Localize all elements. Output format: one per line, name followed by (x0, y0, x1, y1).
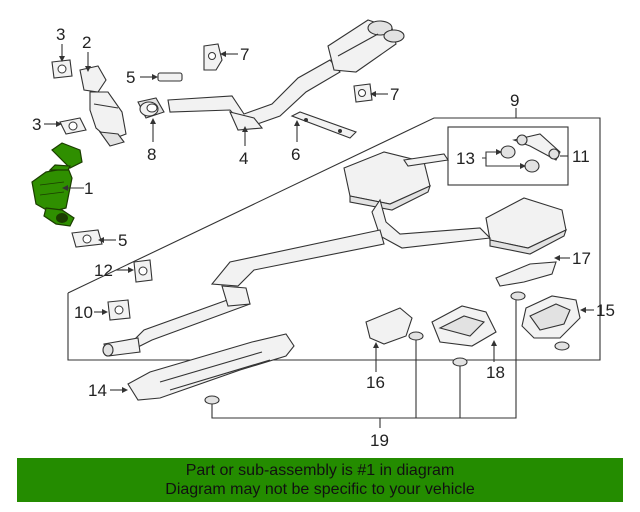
catalytic-converter-part-1[interactable] (31, 142, 83, 227)
callout-3-top: 3 (56, 25, 65, 44)
heat-shield-part-17 (495, 261, 557, 287)
heat-shield-part-14 (127, 333, 295, 401)
insulator-part-13-a (500, 145, 516, 159)
seal-part-5-top (157, 72, 183, 82)
heat-shield-part-16 (365, 307, 413, 345)
heat-shield-part-18 (431, 305, 497, 347)
callout-5-lower: 5 (118, 231, 127, 250)
callout-12: 12 (94, 261, 113, 280)
callout-2: 2 (82, 33, 91, 52)
callout-16: 16 (366, 373, 385, 392)
catalytic-converter-part-2 (79, 65, 127, 147)
callout-9: 9 (510, 91, 519, 110)
gasket-part-3-top (51, 59, 73, 79)
insulator-part-13-b (524, 159, 540, 173)
front-pipe-part-4 (167, 19, 405, 131)
callout-5-top: 5 (126, 68, 135, 87)
callout-4: 4 (239, 149, 248, 168)
leader-lines (44, 44, 594, 393)
hanger-part-7-top (203, 43, 223, 71)
callout-11: 11 (572, 147, 590, 166)
callout-labels: 1 2 3 3 4 5 5 6 7 7 8 9 10 11 12 13 14 1… (32, 25, 615, 450)
callout-17: 17 (572, 249, 591, 268)
callout-7-top: 7 (240, 45, 249, 64)
banner-line-2: Diagram may not be specific to your vehi… (165, 481, 475, 498)
flex-coupling-part-8 (137, 97, 165, 119)
callout-18: 18 (486, 363, 505, 382)
muffler-assembly (102, 151, 567, 357)
callout-14: 14 (88, 381, 107, 400)
callout-7-lower: 7 (390, 85, 399, 104)
callout-8: 8 (147, 145, 156, 164)
gasket-part-5-lower (71, 229, 103, 248)
fasteners-part-19 (204, 291, 570, 428)
callout-13: 13 (456, 149, 475, 168)
gasket-part-10 (107, 299, 131, 321)
heat-shield-part-15 (521, 295, 581, 339)
callout-15: 15 (596, 301, 615, 320)
clamp-part-12 (133, 259, 153, 283)
callout-1: 1 (84, 179, 93, 198)
bracket-part-6 (290, 111, 358, 139)
exhaust-parts-diagram: 1 2 3 3 4 5 5 6 7 7 8 9 10 11 12 13 14 1… (31, 19, 615, 450)
callout-6: 6 (291, 145, 300, 164)
gasket-part-3-lower (59, 117, 87, 135)
fitment-notice-banner: Part or sub-assembly is #1 in diagram Di… (17, 458, 623, 502)
hanger-part-7-lower (353, 83, 373, 103)
banner-line-1: Part or sub-assembly is #1 in diagram (185, 462, 455, 479)
callout-3-lower: 3 (32, 115, 41, 134)
callout-10: 10 (74, 303, 93, 322)
callout-19: 19 (370, 431, 389, 450)
exhaust-system-outline (67, 108, 601, 361)
